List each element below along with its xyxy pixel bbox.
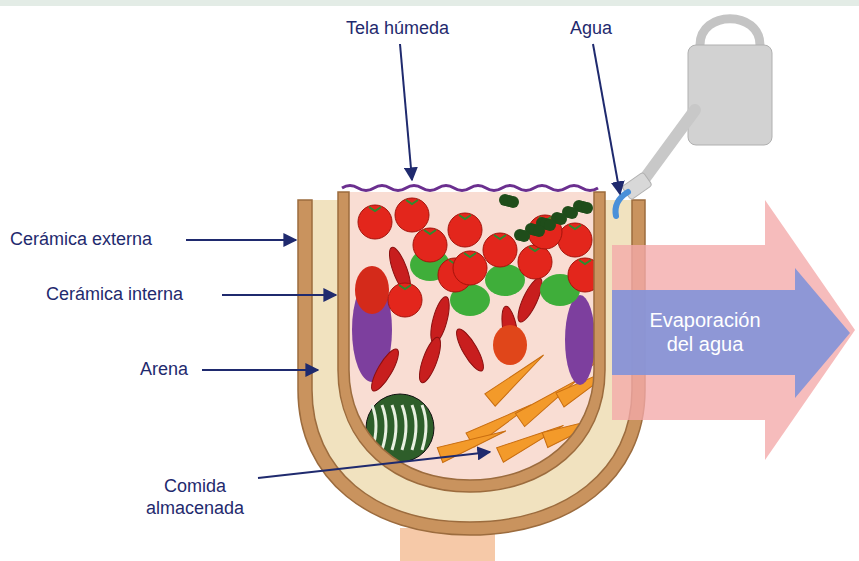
watering-can [622,19,772,200]
tomato-stem [579,260,591,264]
can-body [688,45,772,145]
tomato [558,223,592,257]
evaporation-arrow-outer [612,200,855,460]
water-stream [616,192,629,216]
cabbage-stripe [402,405,406,450]
evaporation-label-box: Evaporación del agua [645,308,765,356]
cabbage-stripe [392,405,396,450]
top-band [0,0,859,6]
leader-line [400,44,412,180]
part-label: Cerámica externa [10,229,152,251]
chili-pepper [452,326,488,375]
cabbage-stripe [382,405,386,450]
tomato [388,283,422,317]
cabbage-stripe [422,405,426,450]
eggplant [565,295,595,385]
tomato-stem [369,207,381,211]
tomato [413,228,447,262]
tomato [358,205,392,239]
evaporation-arrow-inner [612,268,850,398]
chili-pepper [415,335,445,385]
herb-leaf [533,225,545,237]
tomato-stem [406,200,418,204]
tomato [395,198,429,232]
part-label: Cerámica interna [46,284,183,306]
can-spout [640,110,695,185]
can-handle [700,19,760,45]
leader-line [222,294,336,296]
tomato-stem [464,253,476,257]
red-pepper [355,266,389,314]
leader-line [202,369,318,371]
tomato-stem [569,225,581,229]
part-label: Arena [140,359,188,381]
herb-leaf [544,219,556,231]
leader-lines [186,44,620,478]
leader-line [186,239,296,241]
herb-leaf [581,202,593,214]
wet-cloth [342,186,598,191]
tomato-stem [494,235,506,239]
cabbage-stripe [412,405,416,450]
inner-ceramic [338,192,605,492]
herb-leaf [507,196,519,208]
herb-leaf [566,207,578,219]
chili-pepper [427,295,453,345]
tomato-stem [459,215,471,219]
tomato-stem [399,285,411,289]
red-pepper [493,325,527,365]
leader-line [593,44,620,194]
leader-line [258,452,490,478]
tomato [518,245,552,279]
node-text: Evaporación del agua [645,308,765,356]
tomato-stem [424,230,436,234]
herb-leaf [518,230,530,242]
part-label: Tela húmeda [346,18,449,40]
herb-leaf [555,213,567,225]
tomato [448,213,482,247]
part-label: Agua [570,18,612,40]
tomato [453,251,487,285]
tomato [483,233,517,267]
part-label: Comida almacenada [130,476,260,519]
chili-pepper [367,346,403,395]
